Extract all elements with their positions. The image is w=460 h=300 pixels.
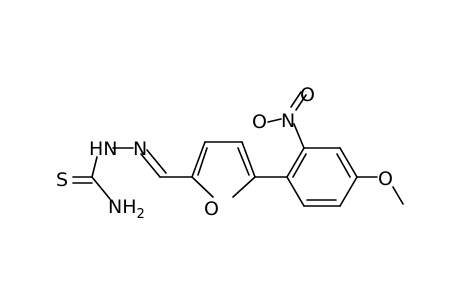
bond-benzene-inner-1 (336, 153, 351, 178)
bond-benzene-1 (286, 147, 305, 178)
atom-n-nitro: N (281, 110, 295, 132)
bond-benzene-3 (339, 147, 358, 178)
atom-n-imine: N (133, 138, 147, 160)
bond-c-nh2 (91, 176, 111, 200)
atom-nh2-amide-base: NH (108, 196, 137, 218)
bond-furan-inner-1 (237, 147, 250, 176)
bond-benzene-4 (339, 176, 358, 207)
bond-nh-c (91, 156, 98, 178)
bond-layer (72, 91, 404, 207)
atom-layer: O N O O O N HN S NH2 (56, 84, 393, 222)
bond-furan-c3-c2 (191, 141, 206, 178)
atom-nh-hydrazine: HN (89, 138, 118, 160)
bond-ring-nitro (293, 123, 305, 149)
bond-benzene-6 (286, 176, 305, 207)
bond-nitro-o-top-b (290, 91, 302, 108)
atom-o-nitro-top: O (300, 84, 315, 106)
atom-nh2-amide: NH2 (108, 196, 145, 222)
atom-nh2-amide-sub: 2 (137, 207, 145, 222)
bond-imine-b (146, 149, 167, 174)
bond-furan-o-c5 (232, 176, 256, 198)
bond-nitro-o-left (267, 118, 282, 123)
atom-o-furan: O (204, 198, 219, 220)
atom-o-nitro-left: O (252, 111, 267, 133)
atom-s-thione: S (56, 169, 68, 191)
bond-furan-c2-o (191, 176, 214, 198)
bond-benzene-inner-3 (292, 153, 307, 178)
bond-methoxy-methyl (392, 186, 404, 205)
bond-furan-inner-2 (197, 147, 208, 176)
bond-imine-a (140, 153, 161, 178)
bond-nitro-o-top-a (295, 94, 307, 111)
bond-furan-c5-c4 (241, 141, 256, 178)
atom-o-methoxy: O (378, 168, 393, 190)
